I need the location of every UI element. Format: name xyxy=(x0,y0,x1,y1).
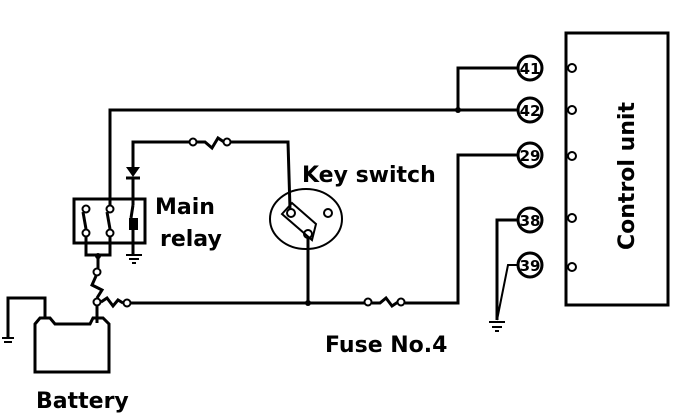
ground-icon xyxy=(2,337,14,343)
pin-label: 41 xyxy=(520,60,541,78)
fuse-no4: Fuse No.4 xyxy=(325,295,447,358)
ground-icon xyxy=(126,254,142,264)
key-switch-label: Key switch xyxy=(302,163,436,188)
battery-label: Battery xyxy=(36,389,129,414)
pin-38: 38 xyxy=(516,206,544,234)
pin-39: 39 xyxy=(516,251,544,279)
pin-label: 38 xyxy=(520,212,541,230)
main-relay-label-1: Main xyxy=(155,195,215,220)
pin-42: 42 xyxy=(516,96,544,124)
fuse-label: Fuse No.4 xyxy=(325,333,447,358)
battery: Battery xyxy=(2,296,129,414)
pin-41: 41 xyxy=(516,54,544,82)
pin-label: 29 xyxy=(520,147,541,165)
pin-label: 42 xyxy=(520,102,541,120)
main-relay-label-2: relay xyxy=(160,227,222,252)
pin-29: 29 xyxy=(516,141,544,169)
wires xyxy=(108,66,518,332)
key-switch: Key switch xyxy=(269,163,436,250)
pin-label: 39 xyxy=(520,257,541,275)
fuse-keyline xyxy=(188,135,232,151)
control-unit: Control unit xyxy=(564,31,670,307)
ground-icon xyxy=(489,321,505,332)
control-unit-label: Control unit xyxy=(615,102,640,250)
main-relay: Main relay xyxy=(72,195,222,323)
